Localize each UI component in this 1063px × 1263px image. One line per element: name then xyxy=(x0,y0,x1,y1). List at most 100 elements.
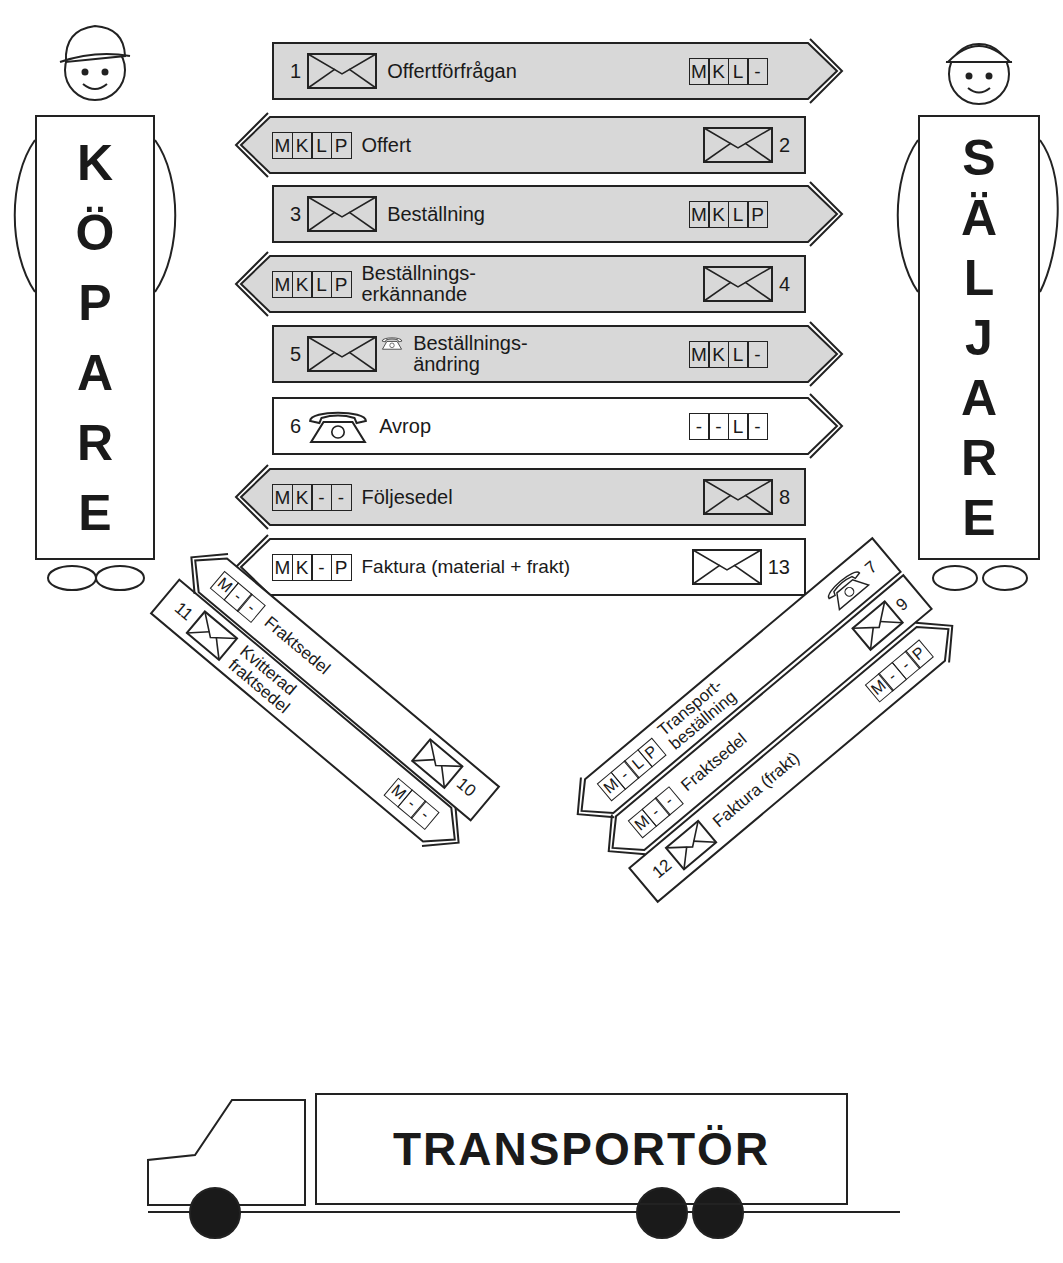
cell-letter: L xyxy=(629,755,646,773)
cell-letter: K xyxy=(712,345,725,364)
step-number: 4 xyxy=(779,273,790,296)
cell-letter: - xyxy=(885,668,899,684)
envelope-icon xyxy=(307,53,377,89)
cell-letter: K xyxy=(296,136,309,155)
cell-letter: - xyxy=(715,417,721,436)
cell-letter: P xyxy=(335,136,348,155)
document-arrow: 3 Beställning MKLP xyxy=(272,185,838,243)
role-cell: P xyxy=(747,201,768,228)
document-arrow: Följesedel8MK-- xyxy=(240,468,806,526)
cell-letter: K xyxy=(712,205,725,224)
cell-letter: L xyxy=(733,62,744,81)
step-number: 3 xyxy=(290,203,301,226)
role-cell: M xyxy=(689,58,710,85)
cell-letter: L xyxy=(316,275,327,294)
cell-letter: - xyxy=(244,600,258,616)
cell-letter: M xyxy=(275,558,291,577)
cell-letter: M xyxy=(275,275,291,294)
arrow-shape xyxy=(240,468,806,526)
cell-letter: - xyxy=(418,807,432,823)
cell-letter: K xyxy=(296,488,309,507)
cell-letter: - xyxy=(405,796,419,812)
role-cell: - xyxy=(311,554,332,581)
cell-letter: P xyxy=(335,275,348,294)
cell-letter: K xyxy=(296,275,309,294)
role-cell: L xyxy=(728,413,749,440)
document-arrow: 11Kvitterad fraktsedelM-- xyxy=(150,578,471,857)
cell-letter: L xyxy=(316,136,327,155)
cell-letter: P xyxy=(910,644,928,663)
cell-letter: P xyxy=(335,558,348,577)
buyer-figure xyxy=(15,26,176,590)
role-cell: - xyxy=(747,341,768,368)
role-cell: K xyxy=(292,132,313,159)
role-cell: L xyxy=(728,58,749,85)
role-cell: - xyxy=(331,484,352,511)
party-box: KÖPARE xyxy=(35,115,155,560)
envelope-icon xyxy=(307,336,377,372)
step-number: 5 xyxy=(290,343,301,366)
party-label: SÄLJARE xyxy=(954,128,1004,548)
cell-letter: P xyxy=(751,205,764,224)
role-cell: M xyxy=(689,341,710,368)
icon-group xyxy=(307,336,403,372)
cell-letter: M xyxy=(691,205,707,224)
cell-letter: - xyxy=(231,589,245,605)
role-cell: K xyxy=(708,58,729,85)
document-arrow: Beställnings- erkännande 4 MKLP xyxy=(240,255,806,313)
arrow-shape xyxy=(272,42,838,100)
document-arrow: Faktura (material + frakt) 13 MK-P xyxy=(240,538,806,596)
role-cell: L xyxy=(311,271,332,298)
role-cell: M xyxy=(272,554,293,581)
role-cell: M xyxy=(689,201,710,228)
role-cell: - xyxy=(747,413,768,440)
document-name: Offert xyxy=(362,135,412,156)
role-cell: K xyxy=(292,271,313,298)
phone-icon xyxy=(307,408,369,444)
cell-letter: - xyxy=(898,657,912,673)
role-cell: L xyxy=(728,341,749,368)
role-cell: P xyxy=(331,132,352,159)
cell-letter: - xyxy=(648,804,662,820)
envelope-icon xyxy=(692,549,762,585)
document-name: Beställnings- erkännande xyxy=(362,263,522,305)
document-arrow: 6Avrop--L- xyxy=(272,397,838,455)
role-cell: - xyxy=(708,413,729,440)
role-cell: L xyxy=(311,132,332,159)
role-cell: P xyxy=(331,554,352,581)
cell-letter: M xyxy=(275,488,291,507)
cell-letter: - xyxy=(754,62,760,81)
document-name: Faktura (material + frakt) xyxy=(362,557,571,577)
role-cell: K xyxy=(292,554,313,581)
cell-letter: - xyxy=(338,488,344,507)
document-name: Avrop xyxy=(379,416,431,437)
role-cell: M xyxy=(272,132,293,159)
document-name: Offertförfrågan xyxy=(387,61,517,82)
role-cell: - xyxy=(747,58,768,85)
cell-letter: L xyxy=(733,417,744,436)
party-label: KÖPARE xyxy=(70,128,120,548)
role-cell: - xyxy=(689,413,710,440)
party-box: SÄLJARE xyxy=(918,115,1040,560)
phone-icon xyxy=(381,336,403,350)
cell-letter: - xyxy=(318,488,324,507)
document-name: Beställning xyxy=(387,204,485,225)
role-cell: L xyxy=(728,201,749,228)
transport-box: TRANSPORTÖR xyxy=(315,1093,848,1205)
arrow-shape xyxy=(272,397,838,455)
arrow-shape xyxy=(272,325,838,383)
role-cell: P xyxy=(331,271,352,298)
truck-drawing xyxy=(148,1100,900,1238)
cell-letter: - xyxy=(617,767,631,783)
document-arrow: Offert2MKLP xyxy=(240,116,806,174)
cell-letter: L xyxy=(733,205,744,224)
role-cell: M xyxy=(272,271,293,298)
role-cell: K xyxy=(292,484,313,511)
cell-letter: - xyxy=(318,558,324,577)
cell-letter: K xyxy=(712,62,725,81)
step-number: 13 xyxy=(768,556,790,579)
seller-figure xyxy=(898,44,1058,590)
party-label: TRANSPORTÖR xyxy=(393,1122,770,1176)
role-cell: K xyxy=(708,341,729,368)
